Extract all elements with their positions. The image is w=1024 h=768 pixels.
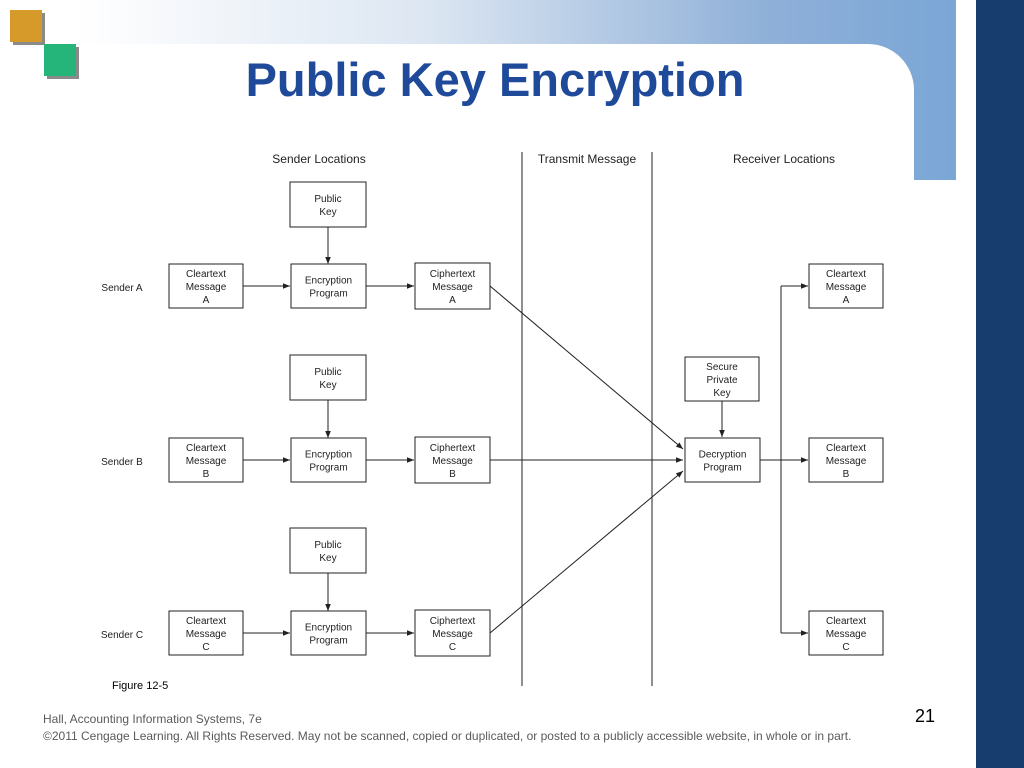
- cleartext-box-b: [168, 437, 244, 483]
- ciphertext-box-a-line: Ciphertext: [430, 269, 476, 280]
- figure-caption: Figure 12-5: [112, 680, 169, 692]
- cleartext-box-b-line: B: [203, 469, 210, 480]
- orange-square-decoration: [10, 10, 42, 42]
- encryption-box-b: [290, 437, 367, 483]
- transmit-arrow-c: [489, 470, 684, 634]
- ciphertext-box-c-line: Message: [432, 629, 473, 640]
- ciphertext-box-b: [414, 436, 491, 484]
- cleartext-box-b-line: Cleartext: [186, 443, 226, 454]
- output-cleartext-box-b: [808, 437, 884, 483]
- cleartext-box-c-line: Message: [186, 629, 227, 640]
- encryption-box-a-line: Encryption: [305, 276, 352, 287]
- output-cleartext-box-b-line: Message: [826, 456, 867, 467]
- ciphertext-box-a-line: A: [449, 295, 456, 306]
- secure-private-key-box-line: Key: [713, 388, 730, 399]
- encryption-box-a: [290, 263, 367, 309]
- output-cleartext-box-c-line: Message: [826, 629, 867, 640]
- cleartext-box-a-line: Cleartext: [186, 269, 226, 280]
- encryption-box-a-line: Program: [309, 289, 347, 300]
- sender-c-label: Sender C: [101, 630, 143, 641]
- output-cleartext-box-c-line: C: [842, 642, 849, 653]
- right-side-band: [976, 0, 1024, 768]
- page-number: 21: [914, 706, 935, 726]
- transmit-message-header: Transmit Message: [538, 152, 637, 166]
- output-cleartext-box-b-line: Cleartext: [826, 443, 866, 454]
- output-cleartext-box-a: [808, 263, 884, 309]
- secure-private-key-box-line: Private: [706, 375, 738, 386]
- output-cleartext-box-a-line: Message: [826, 282, 867, 293]
- public-key-box-b: [289, 354, 367, 401]
- encryption-box-c-line: Program: [309, 636, 347, 647]
- receiver-locations-header: Receiver Locations: [733, 152, 835, 166]
- encryption-box-c: [290, 610, 367, 656]
- ciphertext-box-b-line: B: [449, 469, 456, 480]
- ciphertext-box-c-line: C: [449, 642, 456, 653]
- decryption-program-box-line: Program: [703, 463, 741, 474]
- secure-private-key-box: [684, 356, 760, 402]
- public-key-box-c-line: Key: [319, 553, 336, 564]
- encryption-box-b-line: Encryption: [305, 450, 352, 461]
- cleartext-box-c: [168, 610, 244, 656]
- cleartext-box-c-line: Cleartext: [186, 616, 226, 627]
- decryption-program-box-line: Decryption: [699, 450, 747, 461]
- sender-locations-header: Sender Locations: [272, 152, 365, 166]
- ciphertext-box-c-line: Ciphertext: [430, 616, 476, 627]
- ciphertext-box-a-line: Message: [432, 282, 473, 293]
- public-key-box-b-line: Public: [314, 367, 341, 378]
- cleartext-box-a: [168, 263, 244, 309]
- output-cleartext-box-a-line: Cleartext: [826, 269, 866, 280]
- secure-private-key-box-line: Secure: [706, 362, 738, 373]
- output-cleartext-box-b-line: B: [843, 469, 850, 480]
- output-cleartext-box-c: [808, 610, 884, 656]
- ciphertext-box-b-line: Ciphertext: [430, 443, 476, 454]
- output-cleartext-box-c-line: Cleartext: [826, 616, 866, 627]
- public-key-box-a: [289, 181, 367, 228]
- public-key-box-a-line: Public: [314, 194, 341, 205]
- green-square-decoration: [44, 44, 76, 76]
- ciphertext-box-c: [414, 609, 491, 657]
- public-key-box-b-line: Key: [319, 380, 336, 391]
- transmit-arrow-a: [489, 285, 684, 450]
- encryption-box-c-line: Encryption: [305, 623, 352, 634]
- output-cleartext-box-a-line: A: [843, 295, 850, 306]
- cleartext-box-a-line: A: [203, 295, 210, 306]
- encryption-box-b-line: Program: [309, 463, 347, 474]
- public-key-box-a-line: Key: [319, 207, 336, 218]
- footer-citation: Hall, Accounting Information Systems, 7e: [43, 712, 262, 726]
- cleartext-box-a-line: Message: [186, 282, 227, 293]
- public-key-box-c-line: Public: [314, 540, 341, 551]
- sender-b-label: Sender B: [101, 457, 143, 468]
- footer-copyright: ©2011 Cengage Learning. All Rights Reser…: [43, 729, 852, 743]
- sender-a-label: Sender A: [101, 283, 142, 294]
- cleartext-box-c-line: C: [202, 642, 209, 653]
- ciphertext-box-b-line: Message: [432, 456, 473, 467]
- cleartext-box-b-line: Message: [186, 456, 227, 467]
- slide-title: Public Key Encryption: [245, 53, 745, 106]
